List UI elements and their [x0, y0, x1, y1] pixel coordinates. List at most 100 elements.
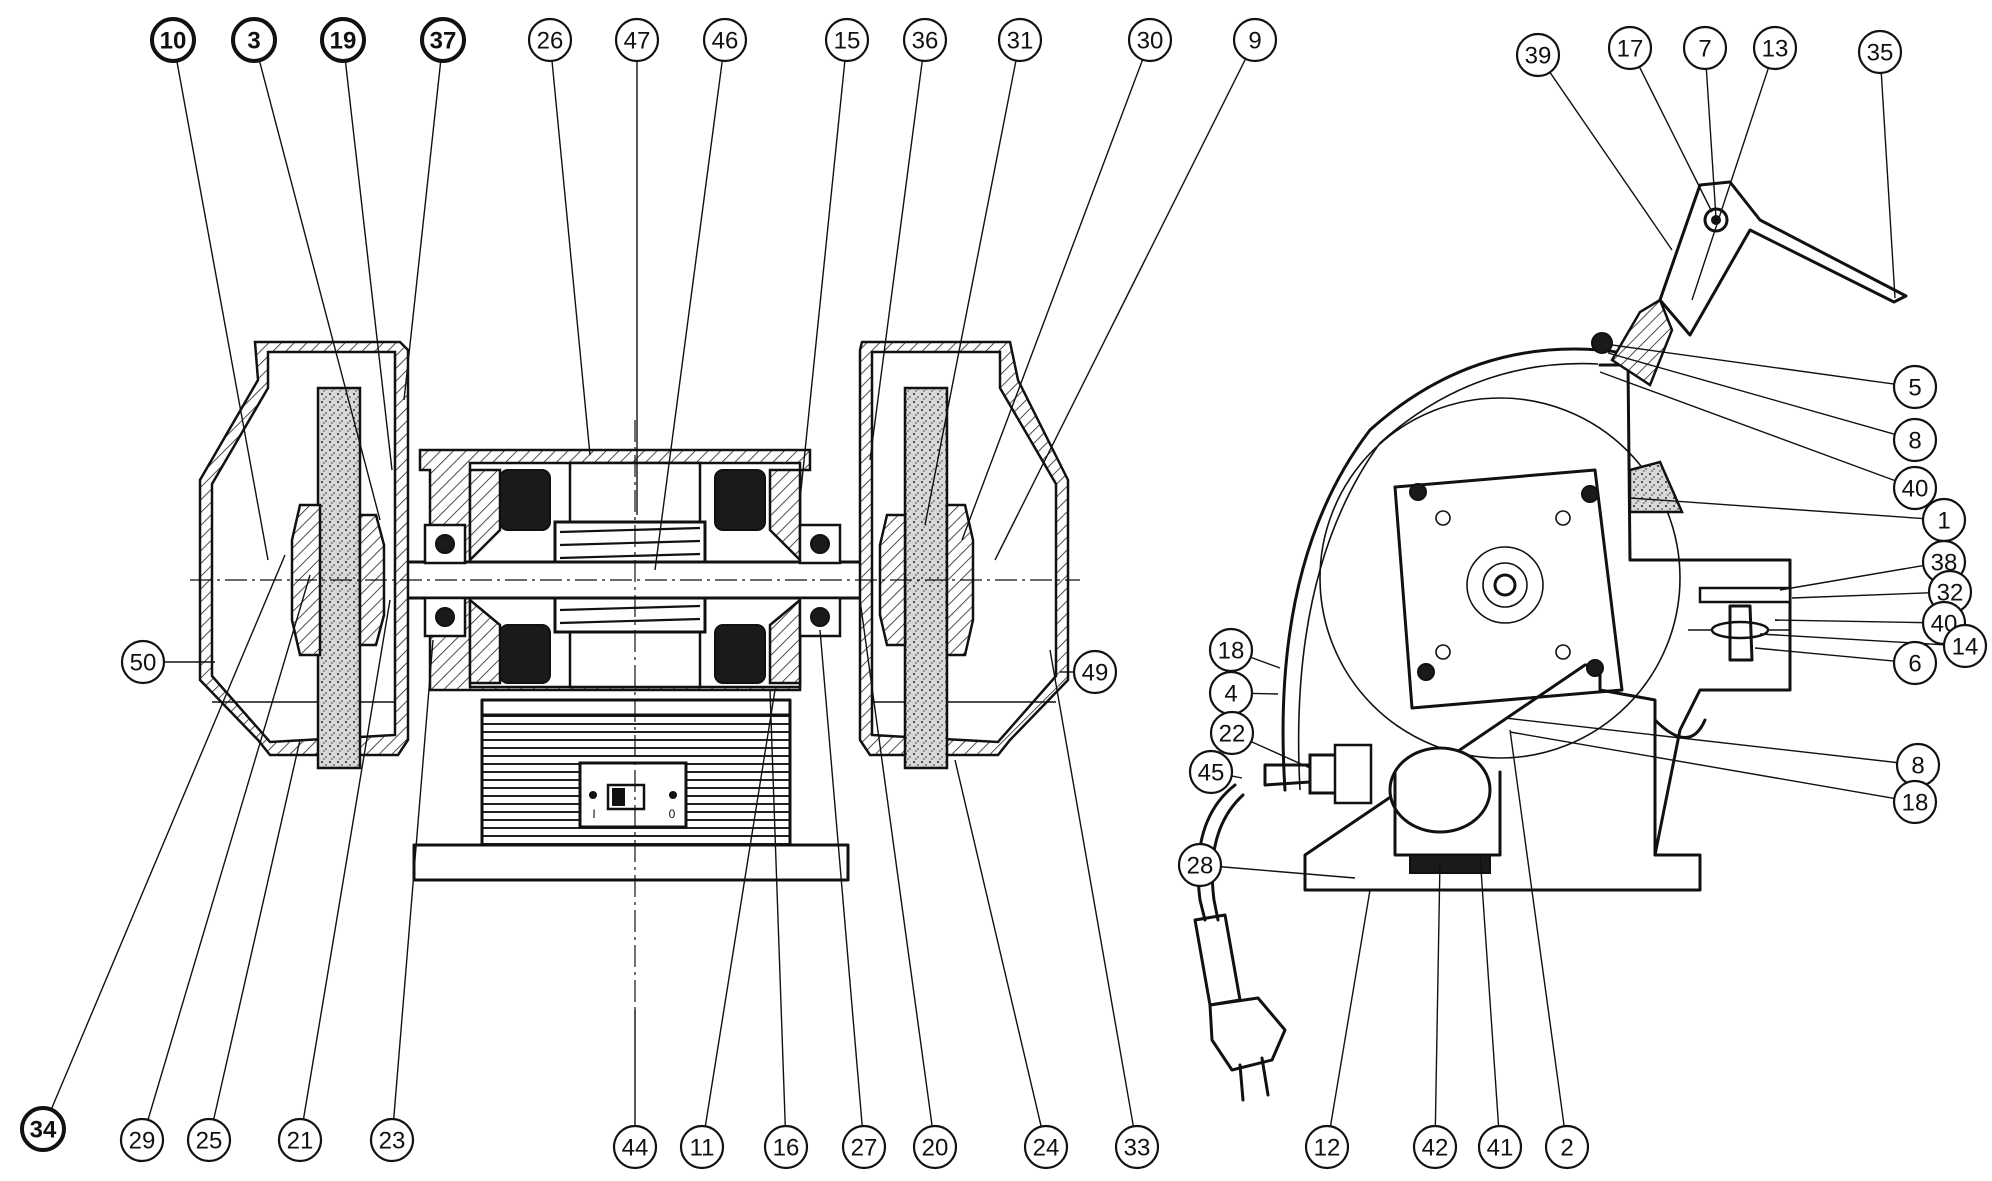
callout-18: 18 — [1208, 627, 1254, 673]
callout-19: 19 — [320, 17, 366, 63]
callout-5: 5 — [1892, 364, 1938, 410]
callout-circle — [1544, 1124, 1590, 1170]
leader-line-38 — [1779, 564, 1924, 591]
callout-circle — [186, 1117, 232, 1163]
callout-42: 42 — [1412, 1124, 1458, 1170]
callout-label: 49 — [1082, 660, 1109, 687]
callout-circle — [614, 17, 660, 63]
callout-label: 41 — [1487, 1135, 1514, 1162]
power-cord — [1193, 783, 1287, 1102]
capacitor — [1388, 746, 1502, 874]
leader-line-10 — [176, 60, 269, 561]
callout-circle — [1114, 1124, 1160, 1170]
callout-circle — [150, 17, 196, 63]
winding — [714, 469, 766, 531]
side-wheel-guard — [1281, 347, 1634, 792]
callout-circle — [1515, 32, 1561, 78]
leader-line-25 — [212, 739, 301, 1120]
callout-label: 29 — [129, 1128, 156, 1155]
leader-line-33 — [1049, 649, 1135, 1127]
callout-circle — [824, 17, 870, 63]
front-section-view: I 0 — [190, 340, 1080, 1010]
callout-21: 21 — [277, 1117, 323, 1163]
callout-label: 25 — [196, 1128, 223, 1155]
callout-label: 37 — [430, 28, 457, 55]
leader-line-7 — [1705, 68, 1717, 219]
leader-line-21 — [302, 599, 391, 1120]
callout-9: 9 — [1232, 17, 1278, 63]
callout-28: 28 — [1177, 842, 1223, 888]
leader-line-40 — [1774, 619, 1924, 624]
leader-line-27 — [819, 629, 863, 1127]
callout-22: 22 — [1209, 710, 1255, 756]
callout-circle — [763, 1124, 809, 1170]
callout-label: 18 — [1218, 638, 1245, 665]
callout-15: 15 — [824, 17, 870, 63]
callout-50: 50 — [120, 639, 166, 685]
leader-line-22 — [1250, 740, 1311, 769]
winding — [499, 624, 551, 684]
callout-label: 5 — [1908, 375, 1921, 402]
callout-circle — [1892, 417, 1938, 463]
callout-label: 1 — [1937, 508, 1950, 535]
callout-label: 33 — [1124, 1135, 1151, 1162]
callout-label: 12 — [1314, 1135, 1341, 1162]
callout-circle — [277, 1117, 323, 1163]
callout-label: 45 — [1198, 760, 1225, 787]
callout-circle — [1857, 29, 1903, 75]
tool-rest — [1688, 586, 1792, 662]
callout-label: 18 — [1902, 790, 1929, 817]
callout-label: 3 — [247, 28, 260, 55]
leader-line-18 — [1509, 731, 1895, 800]
leader-line-41 — [1479, 854, 1500, 1127]
leader-line-24 — [954, 759, 1042, 1127]
callout-circle — [20, 1106, 66, 1152]
leader-line-37 — [403, 60, 442, 401]
callout-label: 8 — [1908, 428, 1921, 455]
callout-33: 33 — [1114, 1124, 1160, 1170]
callout-label: 21 — [287, 1128, 314, 1155]
callout-circle — [1412, 1124, 1458, 1170]
callout-label: 47 — [624, 28, 651, 55]
callout-circle — [912, 1124, 958, 1170]
leader-line-35 — [1880, 72, 1896, 299]
callout-31: 31 — [997, 17, 1043, 63]
eye-shield — [1591, 180, 1908, 387]
plate-bolts — [1409, 483, 1604, 681]
callout-30: 30 — [1127, 17, 1173, 63]
callout-circle — [420, 17, 466, 63]
callout-2: 2 — [1544, 1124, 1590, 1170]
leader-line-26 — [551, 60, 591, 456]
callout-49: 49 — [1072, 649, 1118, 695]
leader-line-29 — [147, 574, 311, 1121]
callout-14: 14 — [1942, 623, 1988, 669]
callout-label: 9 — [1248, 28, 1261, 55]
callout-27: 27 — [841, 1124, 887, 1170]
callout-8: 8 — [1895, 742, 1941, 788]
callout-circle — [1209, 710, 1255, 756]
leader-line-6 — [1754, 647, 1895, 662]
callout-label: 19 — [330, 28, 357, 55]
callout-circle — [1607, 25, 1653, 71]
callout-label: 40 — [1902, 476, 1929, 503]
callout-label: 8 — [1911, 753, 1924, 780]
callout-35: 35 — [1857, 29, 1903, 75]
leader-line-5 — [1611, 344, 1895, 385]
callout-label: 24 — [1033, 1135, 1060, 1162]
callout-label: 42 — [1422, 1135, 1449, 1162]
callout-25: 25 — [186, 1117, 232, 1163]
callout-circle — [679, 1124, 725, 1170]
leader-line-9 — [994, 58, 1247, 561]
callout-circle — [119, 1117, 165, 1163]
callout-6: 6 — [1892, 640, 1938, 686]
leader-line-4 — [1251, 692, 1279, 695]
callout-circle — [231, 17, 277, 63]
callout-circle — [612, 1124, 658, 1170]
callout-44: 44 — [612, 1124, 658, 1170]
leader-line-28 — [1220, 866, 1356, 879]
side-housing — [1598, 363, 1792, 857]
callout-label: 2 — [1560, 1135, 1573, 1162]
